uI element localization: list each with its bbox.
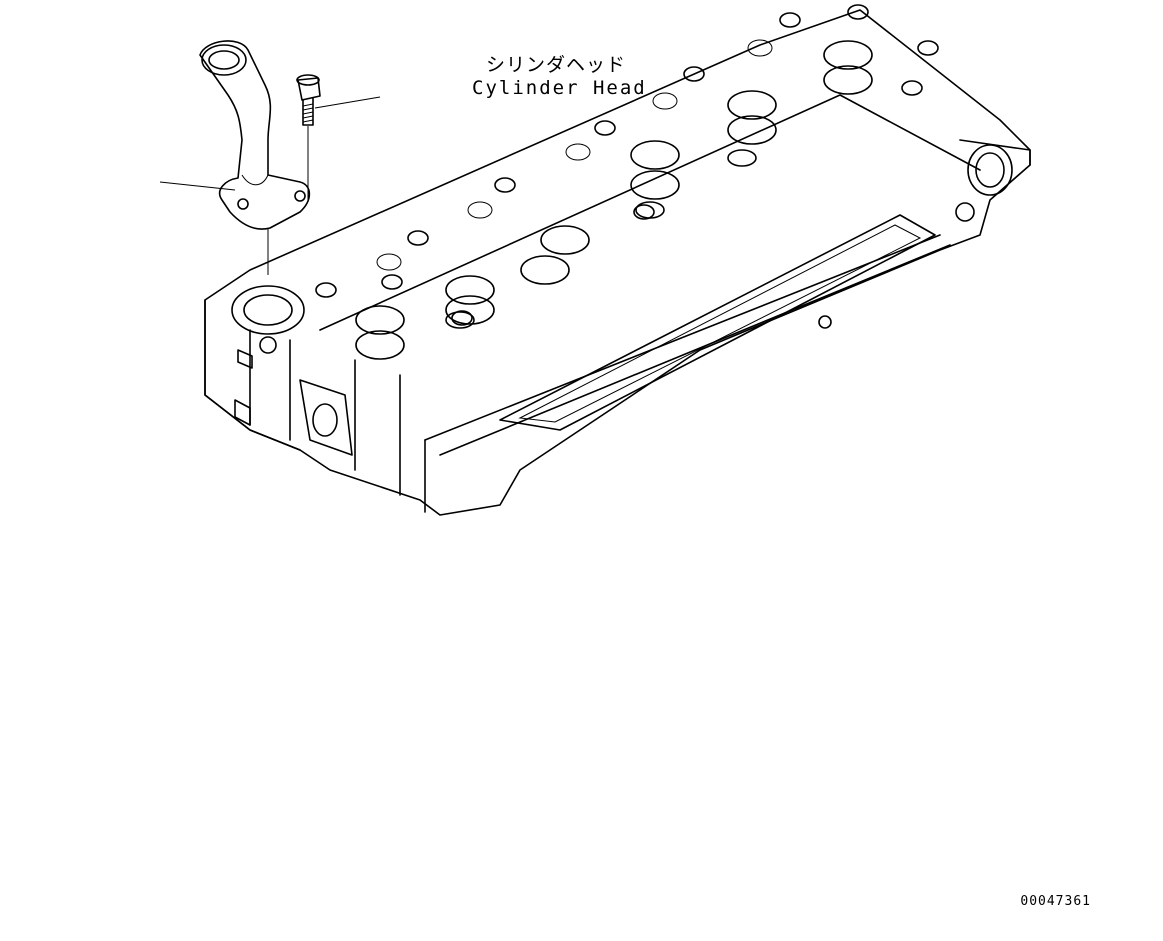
drawing-number: 00047361 [1020, 894, 1091, 909]
leader-lines [160, 97, 380, 275]
part-label-english: Cylinder Head [472, 77, 647, 99]
cylinder-head [205, 10, 1030, 515]
flange-bolt [297, 75, 320, 125]
head-bolts [316, 5, 938, 325]
water-outlet-pipe [200, 41, 309, 229]
part-label-japanese: シリンダヘッド [486, 54, 627, 76]
